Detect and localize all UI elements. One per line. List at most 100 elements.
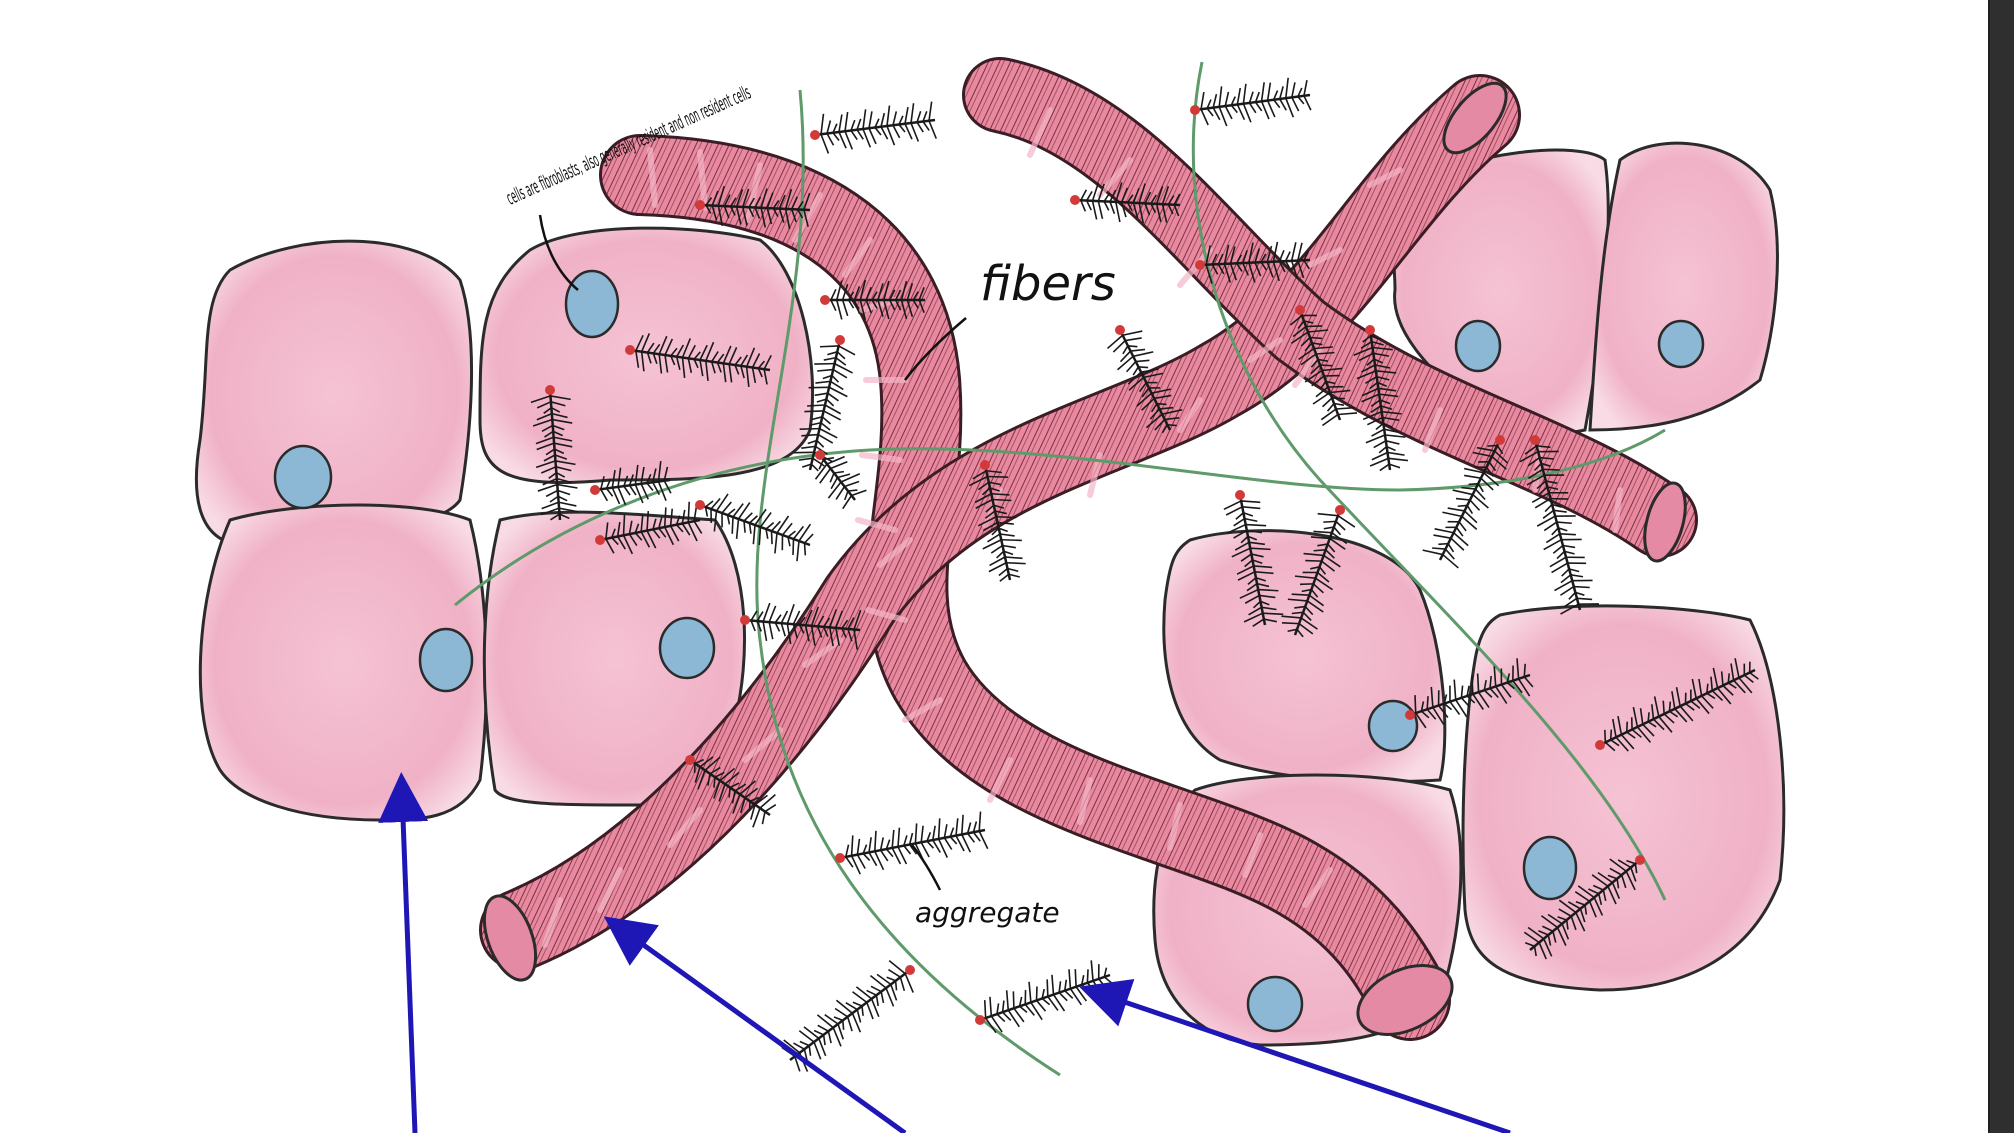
cell [1588,141,1779,432]
fiber-band [1247,337,1283,363]
filament [755,89,1061,1077]
aggregate [781,959,914,1072]
aggregate [699,493,814,562]
fiber-band [542,897,563,948]
fiber-band [667,807,703,848]
attachment-point [1365,325,1375,335]
aggregate [530,389,579,521]
fiber-bundle-fill [965,60,1695,555]
aggregate [1519,439,1599,615]
annotation-fibers-leader [904,317,967,381]
attachment-point [820,295,830,305]
fiber-band [1077,777,1093,825]
attachment-point [1335,505,1345,515]
attachment-point [545,385,555,395]
fiber-band [1027,107,1053,158]
attachment-point [685,755,695,765]
fiber-band [877,537,913,568]
fiber-band [1177,397,1203,433]
aggregate [1074,182,1181,224]
aggregate [1353,329,1409,472]
attachment-point [1070,195,1080,205]
filament [454,428,1666,607]
nucleus [658,616,716,680]
fiber-band [859,297,898,313]
aggregate [699,186,811,230]
aggregate [1281,509,1356,638]
fiber-band [902,697,943,723]
fiber-band [865,607,908,623]
aggregate [744,602,862,650]
attachment-point [980,460,990,470]
cell [198,503,489,822]
aggregate [814,101,938,154]
fiber-bundle-fill [482,77,1518,968]
nucleus [1657,319,1705,369]
attachment-point [1295,305,1305,315]
fiber-band [697,149,708,211]
attachment-point [625,345,635,355]
attachment-point [695,200,705,210]
attachment-points [545,105,1645,1025]
fiber-band [647,147,658,208]
nucleus [1522,835,1578,901]
fiber-band [1302,867,1333,908]
attachment-point [905,965,915,975]
pointer-arrows [378,772,1511,1133]
nucleus [418,627,474,693]
attachment-point [1195,260,1205,270]
aggregate [1106,329,1183,434]
fiber-band [982,487,1003,528]
aggregate [689,756,777,828]
fiber-band [1422,407,1443,453]
attachment-point [1495,435,1505,445]
fiber-band [1167,802,1183,851]
attachment-point [595,535,605,545]
attachment-point [590,485,600,495]
fiber-end [482,894,538,982]
attachment-point [1595,740,1605,750]
attachment-point [1235,490,1245,500]
annotation-aggregate: aggregate [915,896,1060,929]
fiber-band [859,452,903,463]
nucleus [1454,319,1502,373]
fiber-band [1367,167,1403,188]
aggregate [814,454,867,510]
attachment-point [835,335,845,345]
side-panel [1990,0,2014,1133]
annotation-aggregate-leader [911,844,942,891]
aggregate [968,464,1026,582]
attachment-point [1635,855,1645,865]
attachment-point [695,500,705,510]
aggregate [1422,439,1509,569]
aggregate [1223,494,1284,627]
window-edge [1988,0,1991,1133]
annotation-cells-leader [538,214,579,291]
pointer-arrow-cell [378,772,429,1133]
aggregate [629,333,772,388]
aggregate [599,501,703,555]
fiber-bundle-fill [602,137,1448,1038]
cell [194,239,474,547]
pointer-arrow-aggregate [1079,978,1511,1133]
attachment-point [810,130,820,140]
fiber-band [855,517,898,533]
fiber-group [479,57,1698,1041]
fiber-band [842,237,873,278]
fiber-band [597,867,623,913]
fiber-end [1356,964,1454,1036]
nucleus [564,269,620,339]
aggregate [825,279,925,321]
aggregate [1194,77,1312,127]
attachment-point [835,853,845,863]
cell [478,226,814,484]
fiber-band [987,757,1013,803]
aggregate [1409,658,1534,729]
attachment-point [975,1015,985,1025]
fiber-band [802,637,843,668]
fiber-band [1612,487,1623,533]
nucleus [273,444,333,510]
filament-group [454,61,1667,1077]
aggregate [1599,658,1759,752]
